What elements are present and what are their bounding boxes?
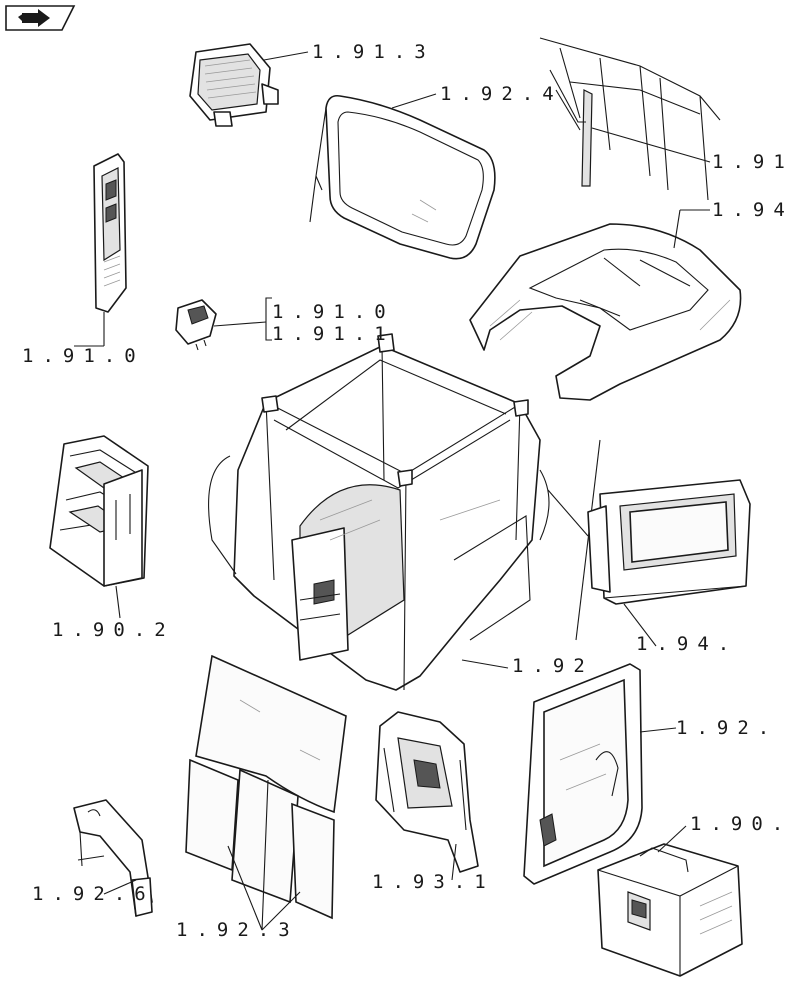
label-1-90: 1.90.	[690, 813, 792, 835]
label-1-94-rear: 1.94.	[636, 633, 738, 655]
leader-switch	[213, 321, 267, 327]
toolbox-part	[597, 843, 743, 977]
leader-1924	[391, 93, 437, 109]
side-trim-part	[375, 711, 479, 873]
label-1-91-3: 1.91.3	[312, 41, 435, 63]
cab-corner-part	[539, 37, 721, 201]
label-1-92-6: 1.92.6	[32, 883, 155, 905]
window-seal-part	[309, 94, 496, 260]
label-1-92-3: 1.92.3	[176, 919, 299, 941]
leader-191	[591, 127, 711, 163]
label-1-91-1: 1.91.1	[272, 323, 395, 345]
label-1-91-0-console: 1.91.0	[22, 345, 145, 367]
mount-bracket-part	[73, 799, 153, 917]
nav-button[interactable]	[5, 5, 76, 31]
leader-1940	[623, 603, 657, 647]
rear-liner-part	[587, 479, 751, 605]
leader-1920	[639, 727, 677, 733]
leader-194-a	[673, 209, 681, 249]
roof-liner-part	[469, 223, 742, 401]
cab-door-part	[523, 663, 643, 885]
connector-b	[575, 439, 601, 641]
leader-1900	[657, 825, 687, 853]
cab-frame-part	[208, 333, 550, 691]
label-1-91-0-switch: 1.91.0	[272, 301, 395, 323]
side-console-part	[93, 153, 127, 313]
leader-1902	[115, 585, 121, 619]
leader-1931	[451, 843, 457, 881]
bracket-switch	[265, 297, 272, 341]
rocker-switch-part	[175, 299, 217, 351]
work-light-part	[189, 43, 279, 127]
label-1-94: 1.94	[712, 199, 792, 221]
leader-1913	[263, 51, 309, 61]
side-step-part	[49, 435, 149, 587]
label-1-92-4: 1.92.4	[440, 83, 563, 105]
leader-1926	[103, 879, 137, 895]
leader-192	[461, 659, 509, 669]
windshield-part	[185, 654, 347, 920]
label-1-92-door: 1.92.	[676, 717, 778, 739]
label-1-92: 1.92	[512, 655, 594, 677]
forward-arrow-icon	[18, 9, 50, 27]
label-1-90-2: 1.90.2	[52, 619, 175, 641]
label-1-93-1: 1.93.1	[372, 871, 495, 893]
label-1-91: 1.91	[712, 151, 792, 173]
connector-a	[547, 489, 589, 537]
leader-1923	[227, 779, 301, 931]
